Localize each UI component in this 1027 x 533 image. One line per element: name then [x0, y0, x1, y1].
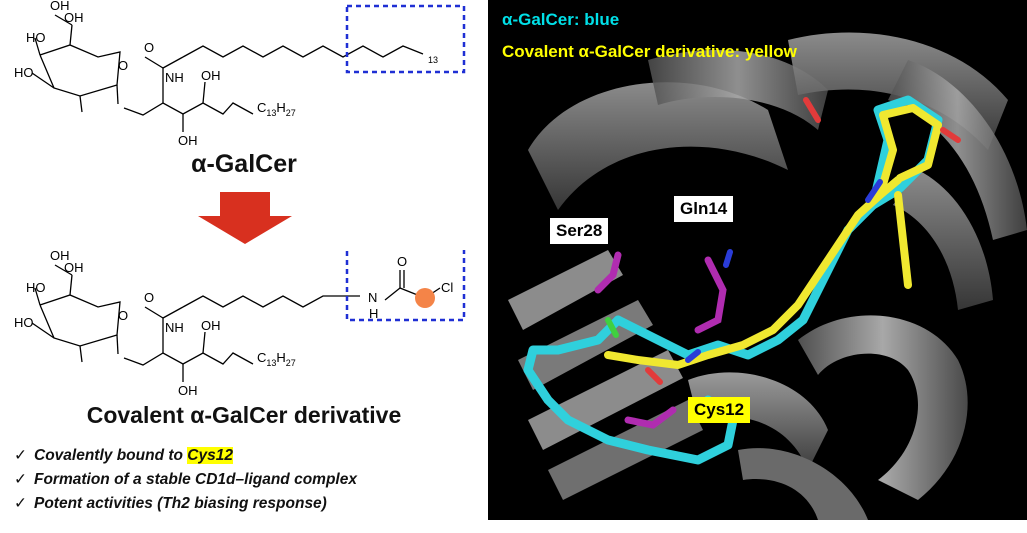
- ho-label: HO: [26, 30, 46, 45]
- chlorine-label: Cl: [441, 280, 453, 295]
- oh-label: OH: [201, 68, 221, 83]
- residue-label-cys12: Cys12: [688, 397, 751, 423]
- carbonyl-o-label: O: [144, 290, 154, 305]
- carbon-label: C: [257, 100, 266, 115]
- residue-label-gln14: Gln14: [674, 196, 734, 222]
- hydrogen-label: H: [276, 350, 285, 365]
- protein-structure-panel: α-GalCer: blue Covalent α-GalCer derivat…: [488, 0, 1027, 520]
- amide-n-label: N: [368, 290, 377, 305]
- protein-ribbon-render: [508, 32, 1027, 520]
- checklist-item: ✓Covalently bound to Cys12: [14, 444, 357, 468]
- checklist-item: ✓Potent activities (Th2 biasing response…: [14, 492, 357, 516]
- ring-o-label: O: [118, 308, 128, 323]
- svg-text:C13H27: C13H27: [257, 350, 296, 368]
- ho-label: HO: [14, 65, 34, 80]
- residue-label-ser28: Ser28: [550, 218, 609, 244]
- subscript-label: 27: [286, 358, 296, 368]
- feature-checklist: ✓Covalently bound to Cys12 ✓Formation of…: [14, 444, 357, 516]
- amide-o-label: O: [397, 254, 407, 269]
- reactive-carbon-marker: [415, 288, 435, 308]
- ho-label: HO: [26, 280, 46, 295]
- checkmark-icon: ✓: [14, 447, 27, 464]
- legend-alpha-galcer: α-GalCer: blue: [502, 10, 620, 29]
- oh-label: OH: [64, 260, 84, 275]
- repeat-count-label: 13: [428, 55, 438, 65]
- oh-label: OH: [178, 383, 198, 398]
- oh-label: OH: [50, 250, 70, 263]
- svg-text:C13H27: C13H27: [257, 100, 296, 118]
- nh-label: NH: [165, 70, 184, 85]
- checklist-item: ✓Formation of a stable CD1d–ligand compl…: [14, 468, 357, 492]
- alpha-galcer-structure: OH OH HO HO O O NH OH OH C13H27 13: [14, 0, 466, 148]
- ho-label: HO: [14, 315, 34, 330]
- amide-h-label: H: [369, 306, 378, 321]
- oh-label: OH: [64, 10, 84, 25]
- dashed-highlight-box: [345, 4, 466, 74]
- chemistry-panel: OH OH HO HO O O NH OH OH C13H27 13 α-Gal…: [0, 0, 488, 533]
- dashed-highlight-box: [345, 250, 466, 322]
- carbonyl-o-label: O: [144, 40, 154, 55]
- subscript-label: 13: [266, 108, 276, 118]
- reaction-arrow-icon: [198, 192, 292, 244]
- oh-label: OH: [50, 0, 70, 13]
- subscript-label: 13: [266, 358, 276, 368]
- oh-label: OH: [178, 133, 198, 148]
- oh-label: OH: [201, 318, 221, 333]
- covalent-derivative-title: Covalent α-GalCer derivative: [86, 402, 402, 428]
- ring-o-label: O: [118, 58, 128, 73]
- checkmark-icon: ✓: [14, 495, 27, 512]
- checkmark-icon: ✓: [14, 471, 27, 488]
- hydrogen-label: H: [276, 100, 285, 115]
- legend-covalent-derivative: Covalent α-GalCer derivative: yellow: [502, 42, 797, 61]
- carbon-label: C: [257, 350, 266, 365]
- covalent-derivative-structure: OH OH HO HO O O NH OH OH C13H27 N H O Cl: [14, 250, 466, 398]
- alpha-galcer-title: α-GalCer: [191, 150, 297, 178]
- subscript-label: 27: [286, 108, 296, 118]
- cys12-highlight: Cys12: [187, 447, 233, 464]
- nh-label: NH: [165, 320, 184, 335]
